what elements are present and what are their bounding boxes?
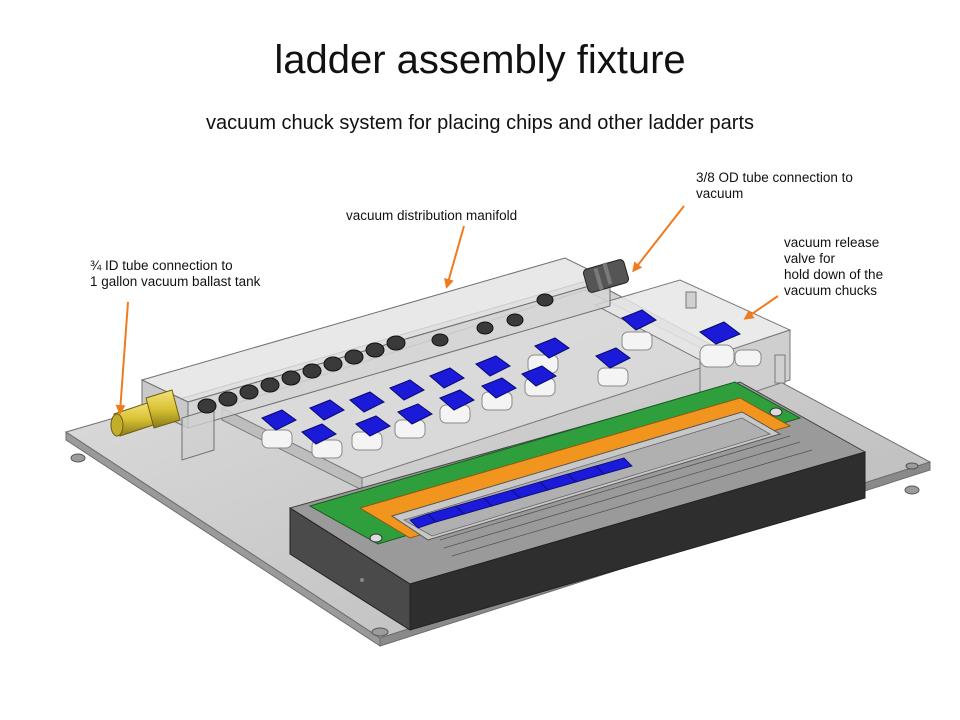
- manifold-fittings: [197, 293, 554, 414]
- callout-manifold: vacuum distribution manifold: [346, 208, 518, 223]
- callout-ballast-tube: ¾ ID tube connection to 1 gallon vacuum …: [90, 258, 261, 289]
- ballast-tube-arrow: [115, 301, 129, 415]
- callout-release-valve: vacuum release valve for hold down of th…: [784, 235, 884, 298]
- vacuum-tube-arrow: [632, 205, 685, 273]
- plate-feet: [70, 453, 920, 637]
- page-subtitle: vacuum chuck system for placing chips an…: [205, 112, 755, 134]
- vacuum-tube-fitting: [582, 259, 630, 293]
- callout-vacuum-tube: 3/8 OD tube connection to vacuum: [696, 170, 853, 201]
- manifold-arrow: [444, 225, 465, 289]
- manifold-bar: [140, 257, 612, 461]
- ballast-tank-fitting: [110, 389, 181, 437]
- ladder-chips: [409, 457, 633, 529]
- valve-handles: [261, 309, 741, 445]
- valve-bodies: [261, 331, 762, 459]
- release-valve-arrow: [743, 295, 779, 320]
- callout-arrows: [115, 205, 779, 415]
- page-title: ladder assembly fixture: [274, 38, 686, 82]
